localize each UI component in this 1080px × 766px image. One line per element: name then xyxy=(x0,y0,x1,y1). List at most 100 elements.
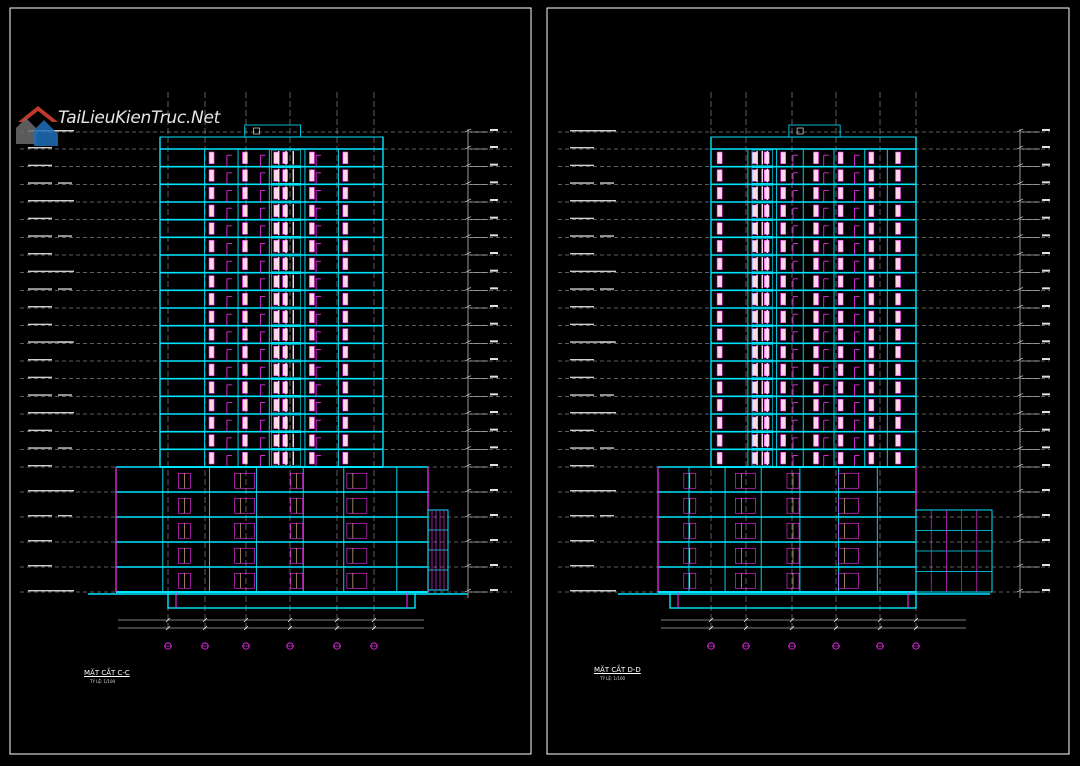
opening xyxy=(342,187,349,200)
dimension-tick xyxy=(464,563,472,568)
level-tag xyxy=(570,376,594,379)
level-marker xyxy=(490,428,498,431)
opening xyxy=(895,240,901,253)
level-tag xyxy=(28,306,52,308)
core-zone xyxy=(751,326,773,343)
opening xyxy=(813,222,819,235)
dimension-tick xyxy=(1016,538,1024,543)
opening xyxy=(342,257,349,270)
opening xyxy=(868,328,875,341)
core-zone xyxy=(751,255,773,272)
level-marker xyxy=(1042,375,1050,378)
level-marker xyxy=(1042,340,1050,343)
core-zone xyxy=(271,397,301,414)
dimension-tick xyxy=(334,617,340,623)
opening xyxy=(342,240,349,253)
level-marker xyxy=(1042,358,1050,360)
level-marker xyxy=(490,539,498,541)
roof-window xyxy=(796,127,804,135)
opening xyxy=(309,416,315,429)
dimension-tick xyxy=(165,625,171,631)
opening xyxy=(751,346,758,359)
level-tag xyxy=(28,447,52,449)
level-marker xyxy=(1042,428,1050,431)
level-tag xyxy=(28,359,52,361)
opening xyxy=(868,222,875,235)
opening xyxy=(282,328,288,341)
opening xyxy=(780,381,787,394)
dimension-tick xyxy=(464,463,472,468)
level-tag xyxy=(28,217,52,220)
opening xyxy=(342,328,349,341)
opening xyxy=(813,363,819,376)
opening xyxy=(208,363,215,376)
opening xyxy=(751,416,758,429)
dimension-tick xyxy=(464,340,472,344)
opening xyxy=(309,381,315,394)
level-tag xyxy=(600,394,614,396)
opening xyxy=(895,363,901,376)
podium-window xyxy=(735,522,756,539)
level-tag xyxy=(570,270,616,273)
opening xyxy=(342,452,349,465)
opening xyxy=(208,187,215,200)
opening xyxy=(780,293,787,306)
level-marker xyxy=(490,489,498,491)
podium-window xyxy=(735,547,756,564)
core-zone xyxy=(751,273,773,290)
opening xyxy=(780,204,787,217)
basement xyxy=(669,591,917,609)
opening xyxy=(780,346,787,359)
opening xyxy=(273,151,280,164)
level-marker xyxy=(490,287,498,290)
podium-window xyxy=(346,547,368,564)
opening xyxy=(273,293,280,306)
opening xyxy=(342,381,349,394)
dimension-tick xyxy=(464,287,472,291)
opening xyxy=(716,151,723,164)
level-tag xyxy=(28,465,52,467)
dimension-tick xyxy=(464,410,472,415)
opening xyxy=(309,399,315,412)
opening xyxy=(868,240,875,253)
dimension-tick xyxy=(1016,463,1024,468)
core-zone xyxy=(751,379,773,396)
dimension-tick xyxy=(1016,513,1024,518)
opening xyxy=(780,187,787,200)
core-zone xyxy=(271,326,301,343)
opening xyxy=(273,204,280,217)
core-zone xyxy=(751,432,773,449)
opening xyxy=(895,452,901,465)
level-tag xyxy=(600,182,614,184)
level-tag xyxy=(570,590,616,592)
opening xyxy=(242,222,248,235)
opening xyxy=(751,310,758,323)
dimension-tick xyxy=(1016,269,1024,273)
opening xyxy=(208,346,215,359)
opening xyxy=(813,399,819,412)
opening xyxy=(751,328,758,341)
opening xyxy=(716,452,723,465)
core-zone xyxy=(271,308,301,325)
opening xyxy=(309,151,315,164)
opening xyxy=(208,204,215,217)
core-zone xyxy=(751,344,773,361)
level-marker xyxy=(1042,589,1050,591)
dimension-tick xyxy=(371,617,377,623)
dimension-tick xyxy=(165,617,171,623)
opening xyxy=(868,293,875,306)
dimension-tick xyxy=(743,617,749,623)
opening xyxy=(813,187,819,200)
level-tag xyxy=(570,182,594,184)
opening xyxy=(208,257,215,270)
level-marker xyxy=(490,411,498,413)
dimension-tick xyxy=(371,625,377,631)
level-marker xyxy=(490,199,498,201)
opening xyxy=(273,399,280,412)
opening xyxy=(208,452,215,465)
level-tag xyxy=(570,412,616,414)
level-marker xyxy=(490,375,498,378)
dimension-tick xyxy=(1016,446,1024,450)
level-tag xyxy=(600,515,614,517)
